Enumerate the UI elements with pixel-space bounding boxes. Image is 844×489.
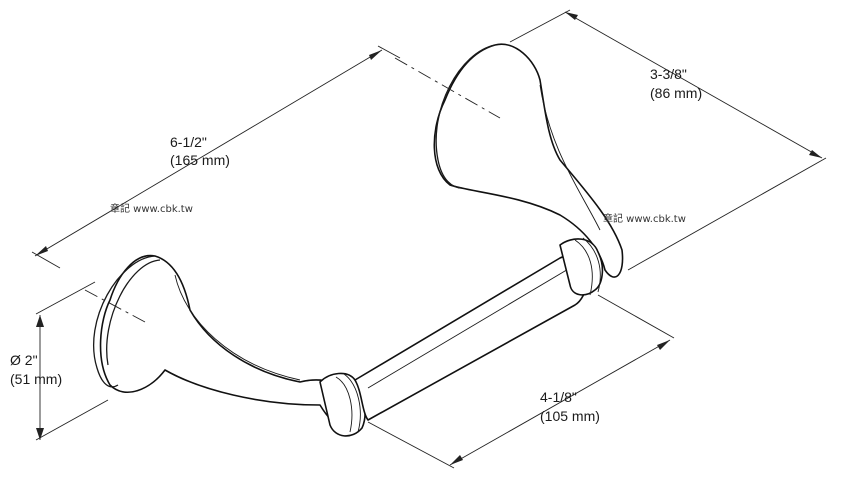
right-post — [433, 43, 624, 296]
dimension-projection: 3-3/8" (86 mm) — [509, 9, 827, 271]
left-post — [92, 254, 366, 437]
bar-length-imperial: 4-1/8" — [540, 389, 577, 405]
overall-length-metric: (165 mm) — [170, 152, 230, 168]
dimension-flange-diameter: Ø 2" (51 mm) — [10, 281, 109, 441]
flange-diameter-imperial: Ø 2" — [10, 352, 38, 368]
right-centerline — [394, 57, 501, 119]
left-arm-contour — [174, 274, 301, 381]
dimension-overall-length: 6-1/2" (165 mm) — [31, 45, 401, 269]
left-flange-rim — [92, 255, 156, 388]
left-flange-inner — [106, 259, 161, 366]
projection-imperial: 3-3/8" — [650, 66, 687, 82]
overall-length-imperial: 6-1/2" — [170, 134, 207, 150]
watermark-left: 章記 www.cbk.tw — [110, 202, 193, 215]
flange-diameter-metric: (51 mm) — [10, 371, 62, 387]
right-flange-rim — [435, 44, 496, 189]
right-arm-contour — [539, 84, 601, 231]
projection-metric: (86 mm) — [650, 85, 702, 101]
watermark-right: 章記 www.cbk.tw — [603, 212, 686, 225]
dimension-bar-length: 4-1/8" (105 mm) — [367, 294, 675, 469]
right-arm — [433, 43, 624, 278]
left-centerline — [84, 289, 146, 323]
bar-length-metric: (105 mm) — [540, 408, 600, 424]
